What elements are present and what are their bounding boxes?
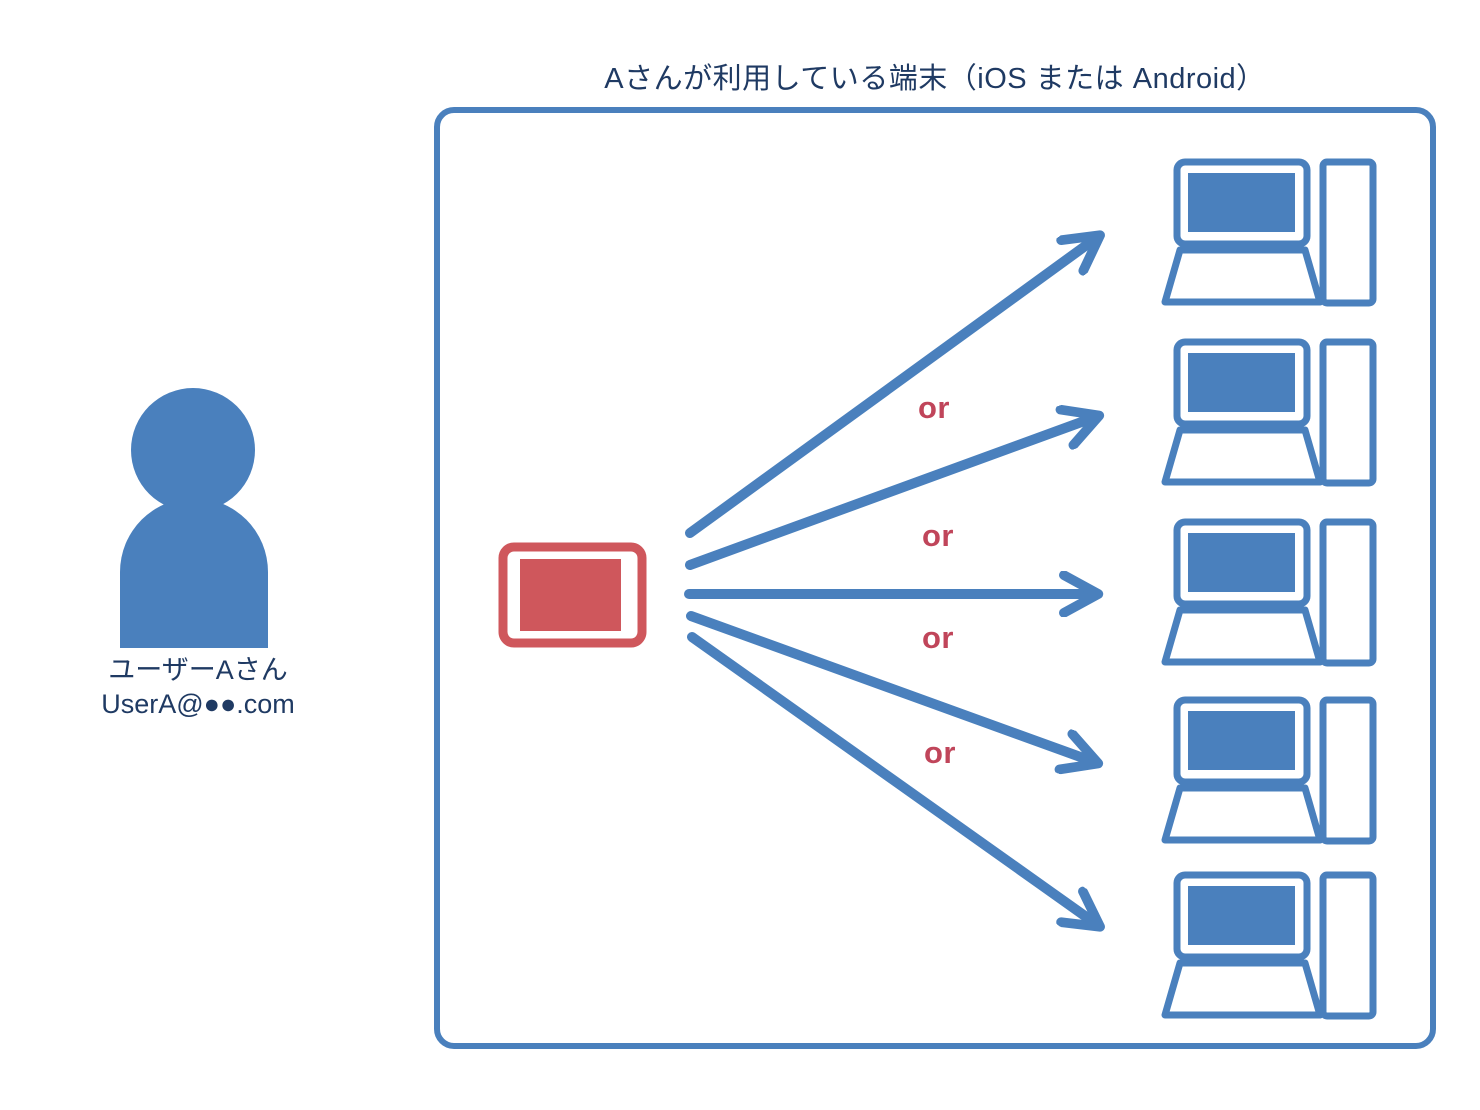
or-label: or <box>922 620 954 655</box>
person-icon <box>120 388 268 648</box>
arrow-connector <box>685 416 1098 570</box>
user-name-label: ユーザーAさん <box>108 655 288 685</box>
user-caption: ユーザーAさん UserA@●●.com <box>38 653 358 721</box>
user-email-label: UserA@●●.com <box>101 689 295 719</box>
arrow-connector <box>686 611 1097 763</box>
or-label: or <box>922 518 954 553</box>
desktop-computer-icon <box>1165 700 1373 841</box>
box-title: Aさんが利用している端末（iOS または Android） <box>604 63 1266 95</box>
arrow-connector <box>687 632 1099 926</box>
arrow-connector <box>685 236 1099 538</box>
tablet-icon <box>498 542 647 648</box>
fan-out-arrows <box>684 236 1099 926</box>
or-label: or <box>924 735 956 770</box>
desktop-computer-icon <box>1165 342 1373 483</box>
or-label: or <box>918 390 950 425</box>
desktop-computer-icon <box>1165 162 1373 303</box>
desktop-computer-icon <box>1165 522 1373 663</box>
device-group-box <box>434 107 1436 1049</box>
desktop-computer-icon <box>1165 875 1373 1016</box>
